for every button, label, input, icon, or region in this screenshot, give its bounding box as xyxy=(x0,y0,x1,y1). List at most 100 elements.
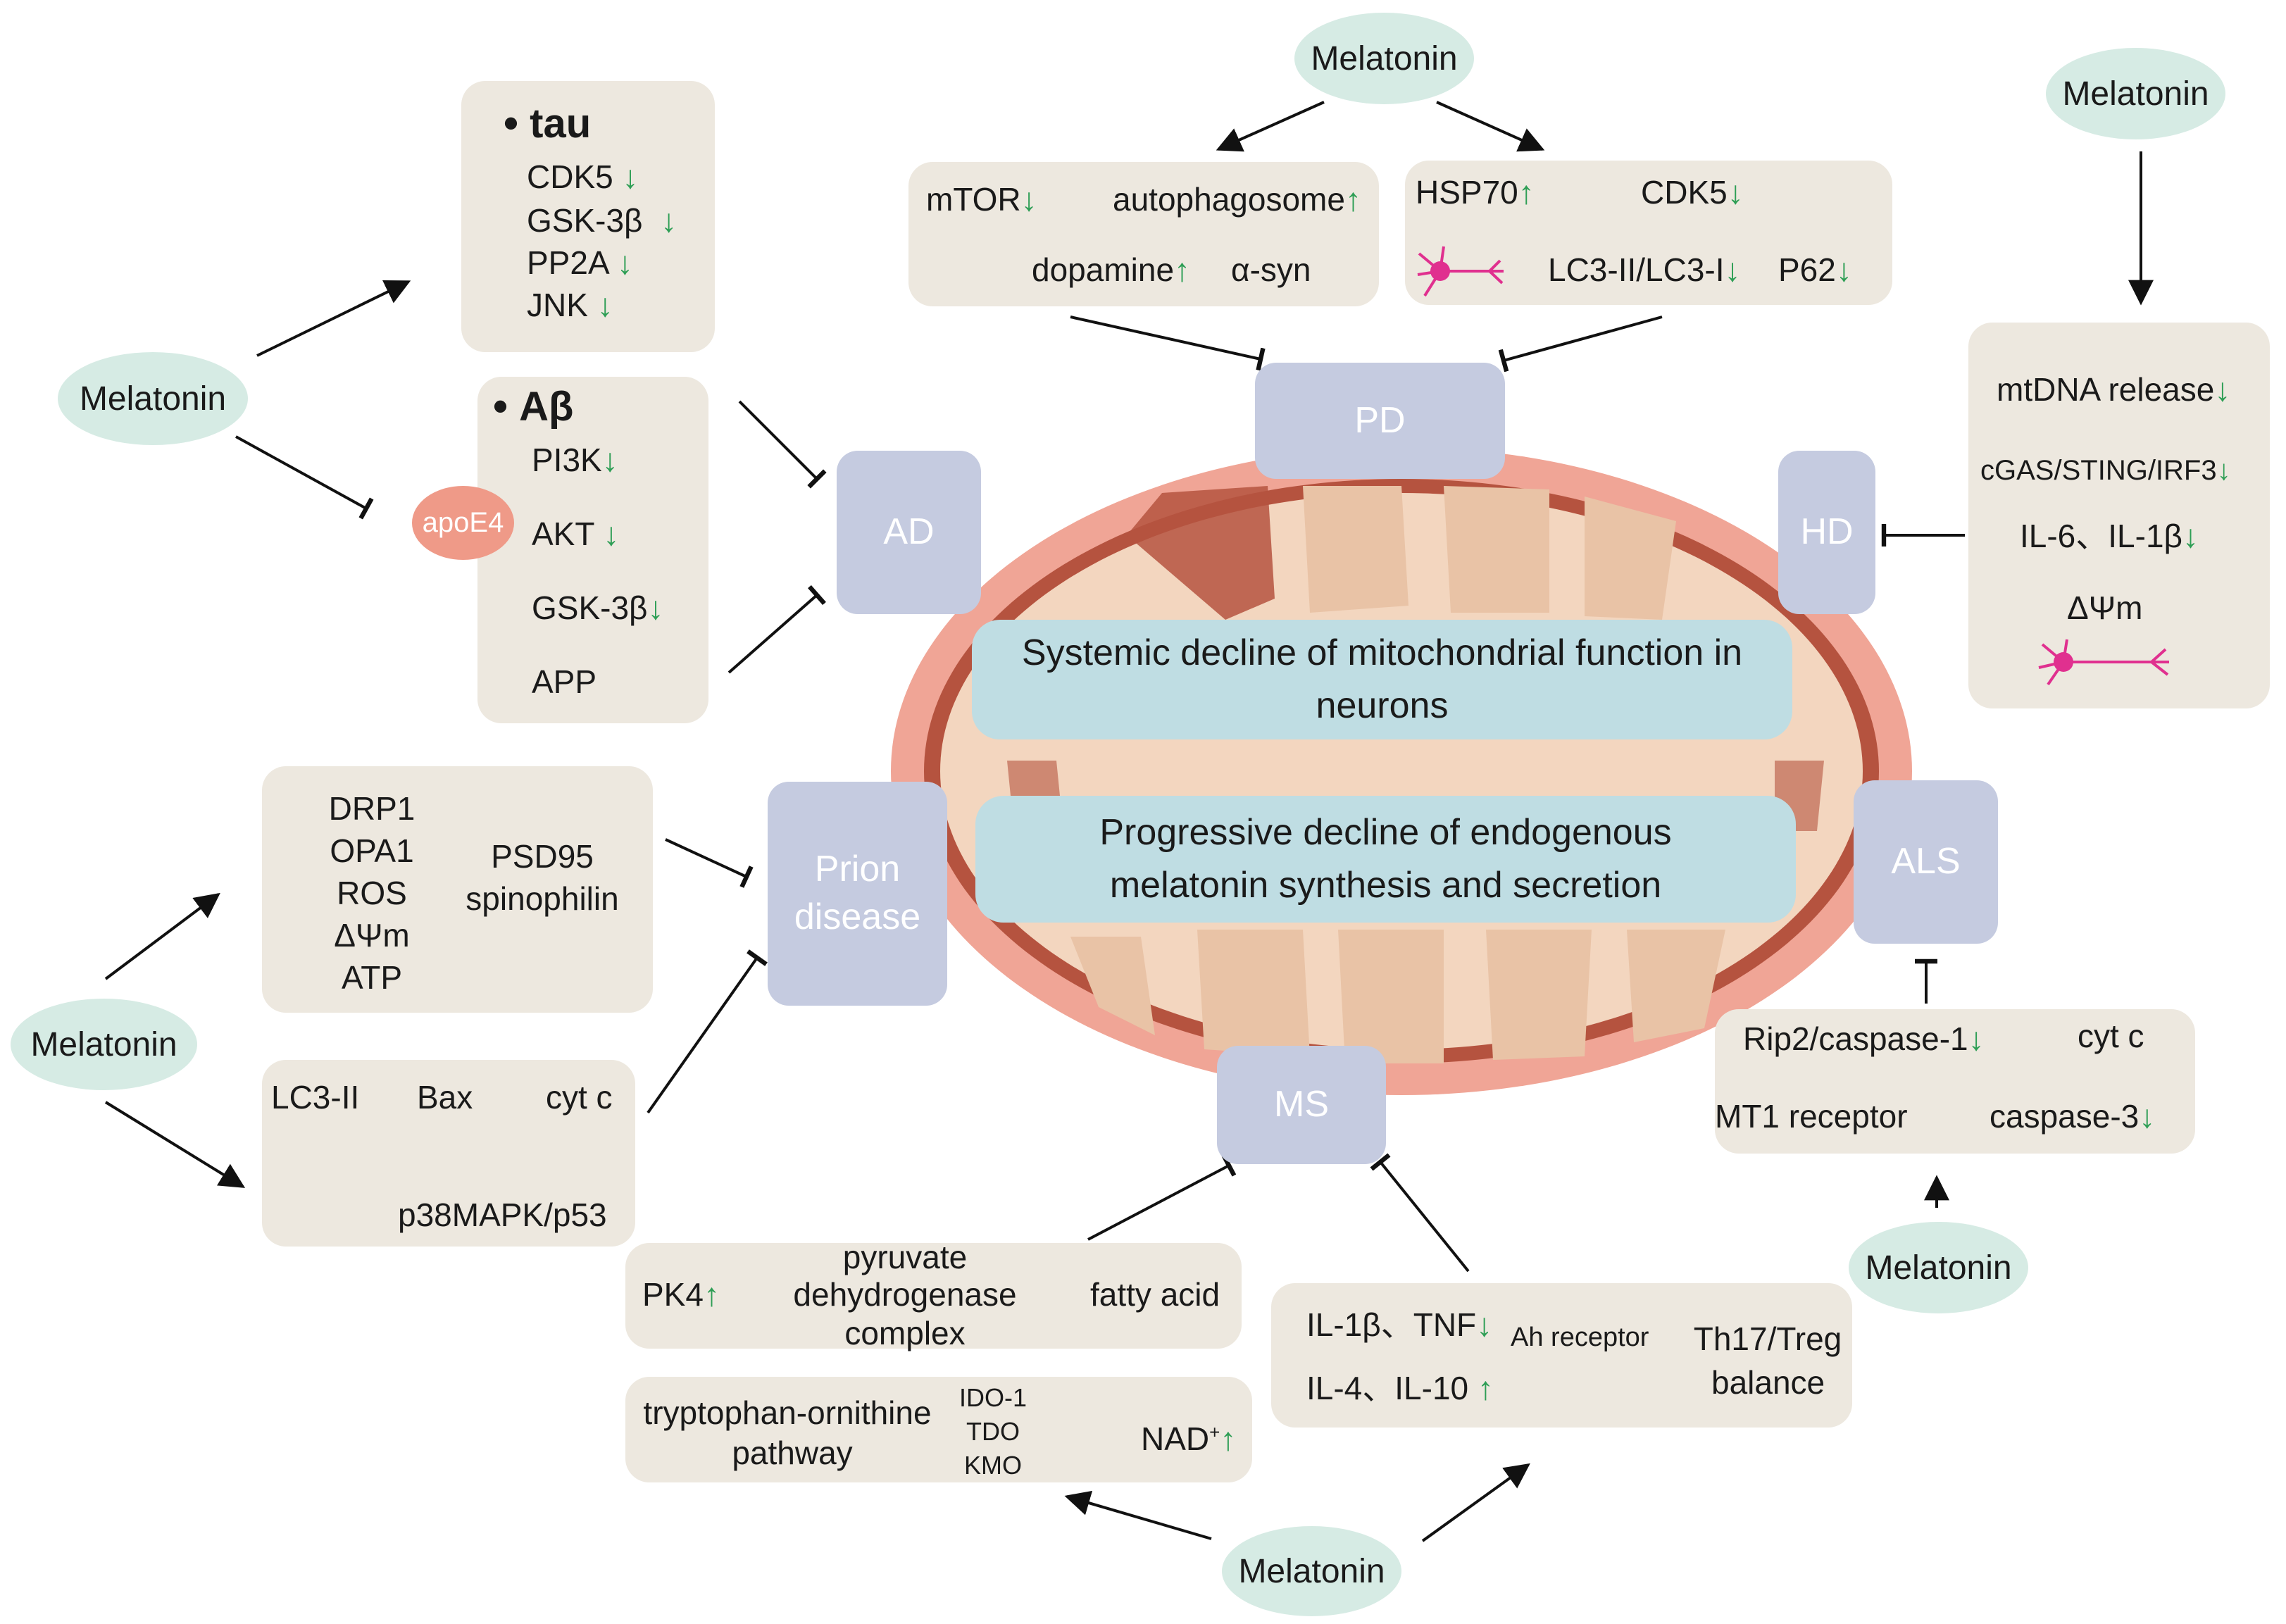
disease-als-label: ALS xyxy=(1891,841,1961,882)
abeta-title-text: Aβ xyxy=(519,384,574,430)
ms-tdo: TDO xyxy=(966,1417,1020,1446)
prion-top-box xyxy=(262,766,653,1013)
down-arrow-icon: ↓ xyxy=(2216,455,2231,486)
disease-hd: HD xyxy=(1778,451,1875,614)
melatonin-decline-text: Progressive decline of endogenous melato… xyxy=(1099,811,1672,906)
down-arrow-icon: ↓ xyxy=(1727,174,1744,211)
tau-item-jnk: JNK ↓ xyxy=(527,287,613,323)
pd-p62: P62↓ xyxy=(1778,251,1852,288)
melatonin-node-left-lower: Melatonin xyxy=(11,999,197,1090)
ms-nad: NAD+↑ xyxy=(1141,1420,1237,1457)
melatonin-label: Melatonin xyxy=(1865,1249,2012,1287)
pd-dopamine: dopamine↑ xyxy=(1032,251,1191,288)
ms-il4-il10: IL-4、IL-10 ↑ xyxy=(1306,1370,1494,1406)
ms-trp-1: tryptophan-ornithine xyxy=(643,1394,932,1431)
prion-lc3: LC3-II xyxy=(271,1079,360,1116)
tau-item-cdk5: CDK5 ↓ xyxy=(527,158,639,195)
down-arrow-icon: ↓ xyxy=(616,244,633,281)
down-arrow-icon: ↓ xyxy=(1724,251,1741,288)
ms-il-box xyxy=(1271,1283,1852,1428)
down-arrow-icon: ↓ xyxy=(603,516,620,552)
down-arrow-icon: ↓ xyxy=(597,287,613,323)
als-box xyxy=(1715,1009,2195,1154)
melatonin-node-bottom: Melatonin xyxy=(1222,1526,1401,1616)
prion-drp1: DRP1 xyxy=(328,790,416,827)
pd-autophagosome: autophagosome↑ xyxy=(1113,181,1361,218)
disease-ms-label: MS xyxy=(1274,1084,1329,1125)
prion-bottom-box xyxy=(262,1060,635,1247)
ms-ido1: IDO-1 xyxy=(958,1383,1028,1412)
down-arrow-icon: ↓ xyxy=(601,442,618,478)
ms-il1b-tnf: IL-1β、TNF↓ xyxy=(1306,1306,1493,1343)
mitochondrion-illustration xyxy=(891,447,1912,1095)
apoe4-badge: apoE4 xyxy=(412,486,514,560)
als-cytc: cyt c xyxy=(2078,1018,2144,1054)
pd-lc3: LC3-II/LC3-I↓ xyxy=(1548,251,1741,288)
hd-mtdna: mtDNA release↓ xyxy=(1997,371,2231,408)
down-arrow-icon: ↓ xyxy=(622,158,639,195)
ms-pdh-2: dehydrogenase xyxy=(793,1276,1017,1313)
down-arrow-icon: ↓ xyxy=(2182,518,2199,554)
melatonin-node-top: Melatonin xyxy=(1294,13,1474,104)
down-arrow-icon: ↓ xyxy=(1020,181,1037,218)
disease-als: ALS xyxy=(1854,780,1998,944)
up-arrow-icon: ↑ xyxy=(1220,1420,1237,1457)
abeta-item-gsk3b: GSK-3β↓ xyxy=(532,589,664,626)
down-arrow-icon: ↓ xyxy=(661,202,677,239)
ms-th17-1: Th17/Treg xyxy=(1693,1320,1842,1357)
banner-melatonin-decline: Progressive decline of endogenous melato… xyxy=(975,796,1796,923)
hd-il6: IL-6、IL-1β↓ xyxy=(2020,518,2199,554)
disease-prion-label: Prion disease xyxy=(794,849,921,937)
abeta-item-akt: AKT ↓ xyxy=(532,516,620,552)
up-arrow-icon: ↑ xyxy=(1518,174,1535,211)
als-rip2: Rip2/caspase-1↓ xyxy=(1743,1020,1985,1057)
ms-trp-box xyxy=(625,1377,1252,1482)
banner-mito-decline: Systemic decline of mitochondrial functi… xyxy=(972,620,1792,739)
down-arrow-icon: ↓ xyxy=(2139,1098,2156,1135)
ms-kmo: KMO xyxy=(963,1451,1023,1480)
hd-cgas: cGAS/STING/IRF3↓ xyxy=(1980,455,2231,486)
prion-psd95: PSD95 xyxy=(491,838,594,875)
ms-pdh-3: complex xyxy=(844,1315,966,1351)
prion-atp: ATP xyxy=(341,959,403,996)
pd-mtor: mTOR↓ xyxy=(926,181,1037,218)
abeta-box xyxy=(477,377,708,723)
tau-item-gsk3b: GSK-3β ↓ xyxy=(527,202,677,239)
prion-ros: ROS xyxy=(337,875,407,911)
ms-th17-2: balance xyxy=(1711,1364,1825,1401)
down-arrow-icon: ↓ xyxy=(1835,251,1852,288)
prion-p38: p38MAPK/p53 xyxy=(398,1197,607,1233)
disease-prion: Prion disease xyxy=(768,782,947,1006)
up-arrow-icon: ↑ xyxy=(1477,1370,1494,1406)
melatonin-label: Melatonin xyxy=(2062,75,2209,113)
als-mt1: MT1 receptor xyxy=(1715,1098,1908,1135)
up-arrow-icon: ↑ xyxy=(703,1276,720,1313)
abeta-item-app: APP xyxy=(532,663,597,700)
prion-bax: Bax xyxy=(417,1079,473,1116)
hd-box xyxy=(1968,323,2270,708)
disease-ad-label: AD xyxy=(883,511,935,553)
melatonin-label: Melatonin xyxy=(79,380,227,418)
pd-left-box xyxy=(908,162,1379,306)
melatonin-label: Melatonin xyxy=(30,1025,177,1063)
ms-fatty-acid: fatty acid xyxy=(1090,1276,1220,1313)
als-casp3: caspase-3↓ xyxy=(1990,1098,2156,1135)
tau-box xyxy=(461,81,715,352)
pd-hsp70: HSP70↑ xyxy=(1416,174,1535,211)
down-arrow-icon: ↓ xyxy=(1476,1306,1493,1343)
abeta-title: • Aβ xyxy=(493,382,574,430)
up-arrow-icon: ↑ xyxy=(1174,251,1191,288)
melatonin-node-bottom-right: Melatonin xyxy=(1849,1222,2028,1313)
prion-cytc: cyt c xyxy=(546,1079,613,1116)
disease-pd: PD xyxy=(1255,363,1505,479)
hd-dpsim: ΔΨm xyxy=(2067,589,2143,626)
melatonin-label: Melatonin xyxy=(1311,39,1458,77)
prion-opa1: OPA1 xyxy=(330,832,414,869)
disease-hd-label: HD xyxy=(1800,511,1854,553)
down-arrow-icon: ↓ xyxy=(647,589,664,626)
melatonin-node-top-right: Melatonin xyxy=(2046,48,2225,139)
melatonin-node-left-upper: Melatonin xyxy=(58,352,248,445)
prion-spinophilin: spinophilin xyxy=(466,880,619,917)
tau-title: • tau xyxy=(504,99,592,146)
